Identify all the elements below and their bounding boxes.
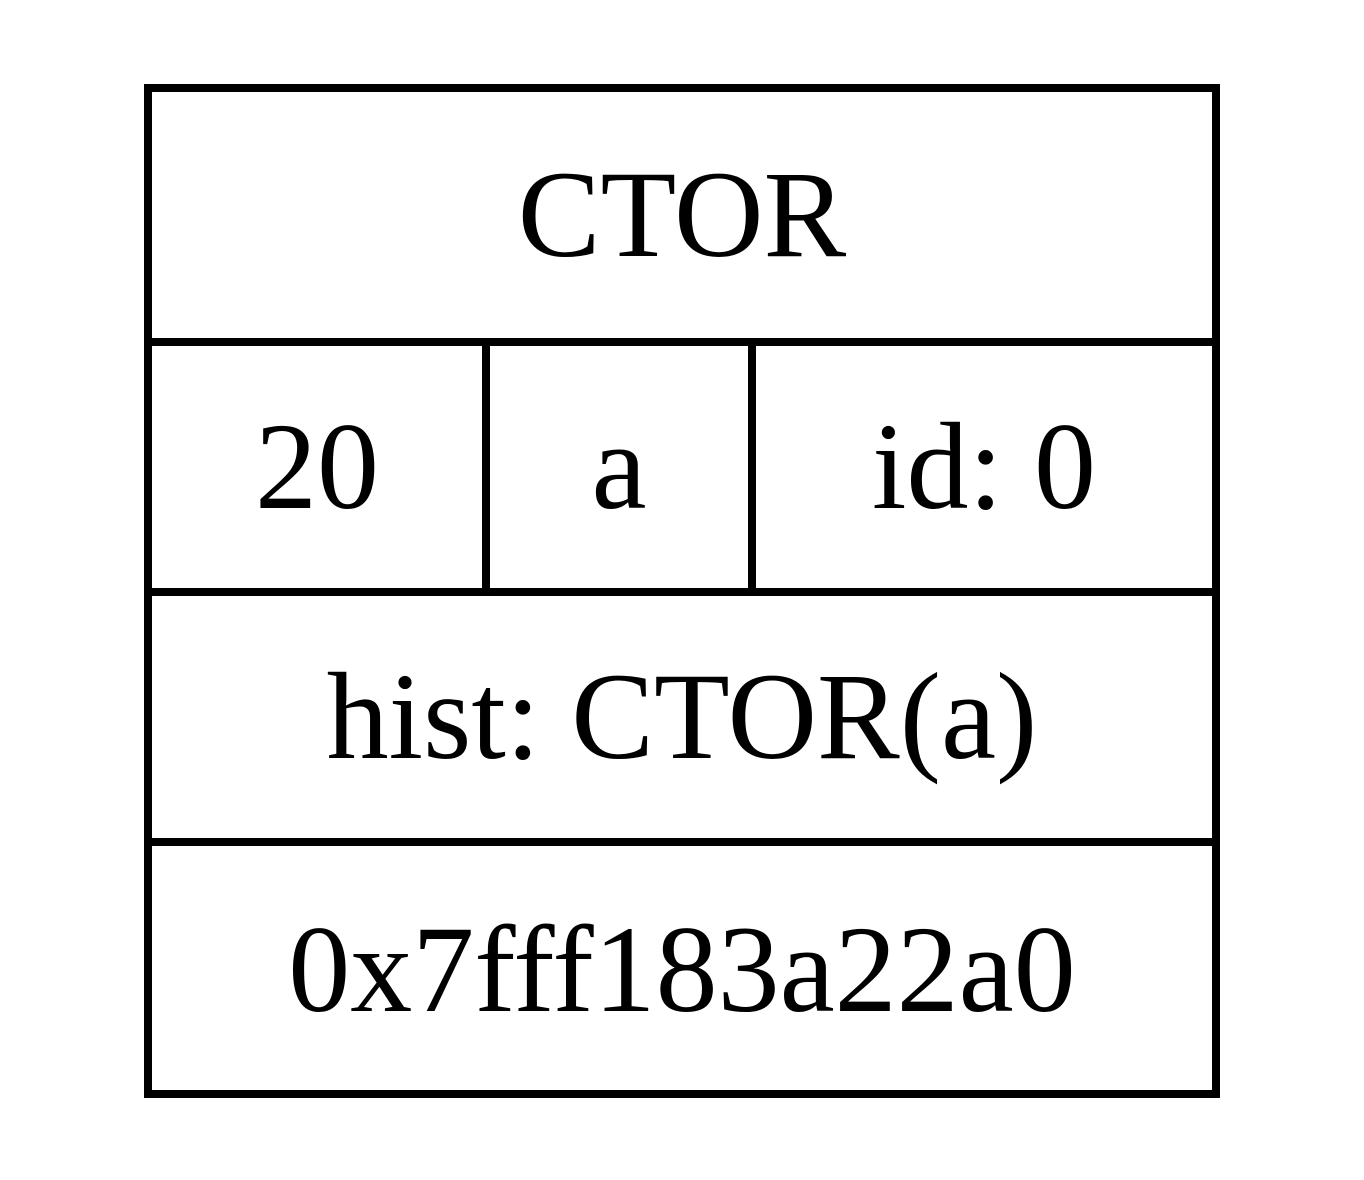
record-address: 0x7fff183a22a0 — [288, 901, 1076, 1038]
record-title: CTOR — [517, 146, 847, 283]
field-name-cell: a — [490, 346, 748, 592]
cell-divider — [482, 346, 490, 592]
field-value-cell: 20 — [152, 346, 482, 592]
field-name: a — [591, 398, 647, 535]
record-title-row: CTOR — [152, 92, 1212, 342]
ctor-record-node: CTOR 20 a id: 0 hist: CTOR(a) 0x7fff183a… — [144, 84, 1220, 1098]
record-fields-row: 20 a id: 0 — [152, 346, 1212, 592]
cell-divider — [748, 346, 756, 592]
record-address-row: 0x7fff183a22a0 — [152, 846, 1212, 1098]
field-value: 20 — [255, 398, 379, 535]
row-divider — [152, 588, 1212, 596]
record-hist: hist: CTOR(a) — [326, 648, 1038, 785]
record-hist-row: hist: CTOR(a) — [152, 596, 1212, 842]
field-id: id: 0 — [872, 398, 1096, 535]
row-divider — [152, 838, 1212, 846]
row-divider — [152, 338, 1212, 346]
field-id-cell: id: 0 — [756, 346, 1212, 592]
